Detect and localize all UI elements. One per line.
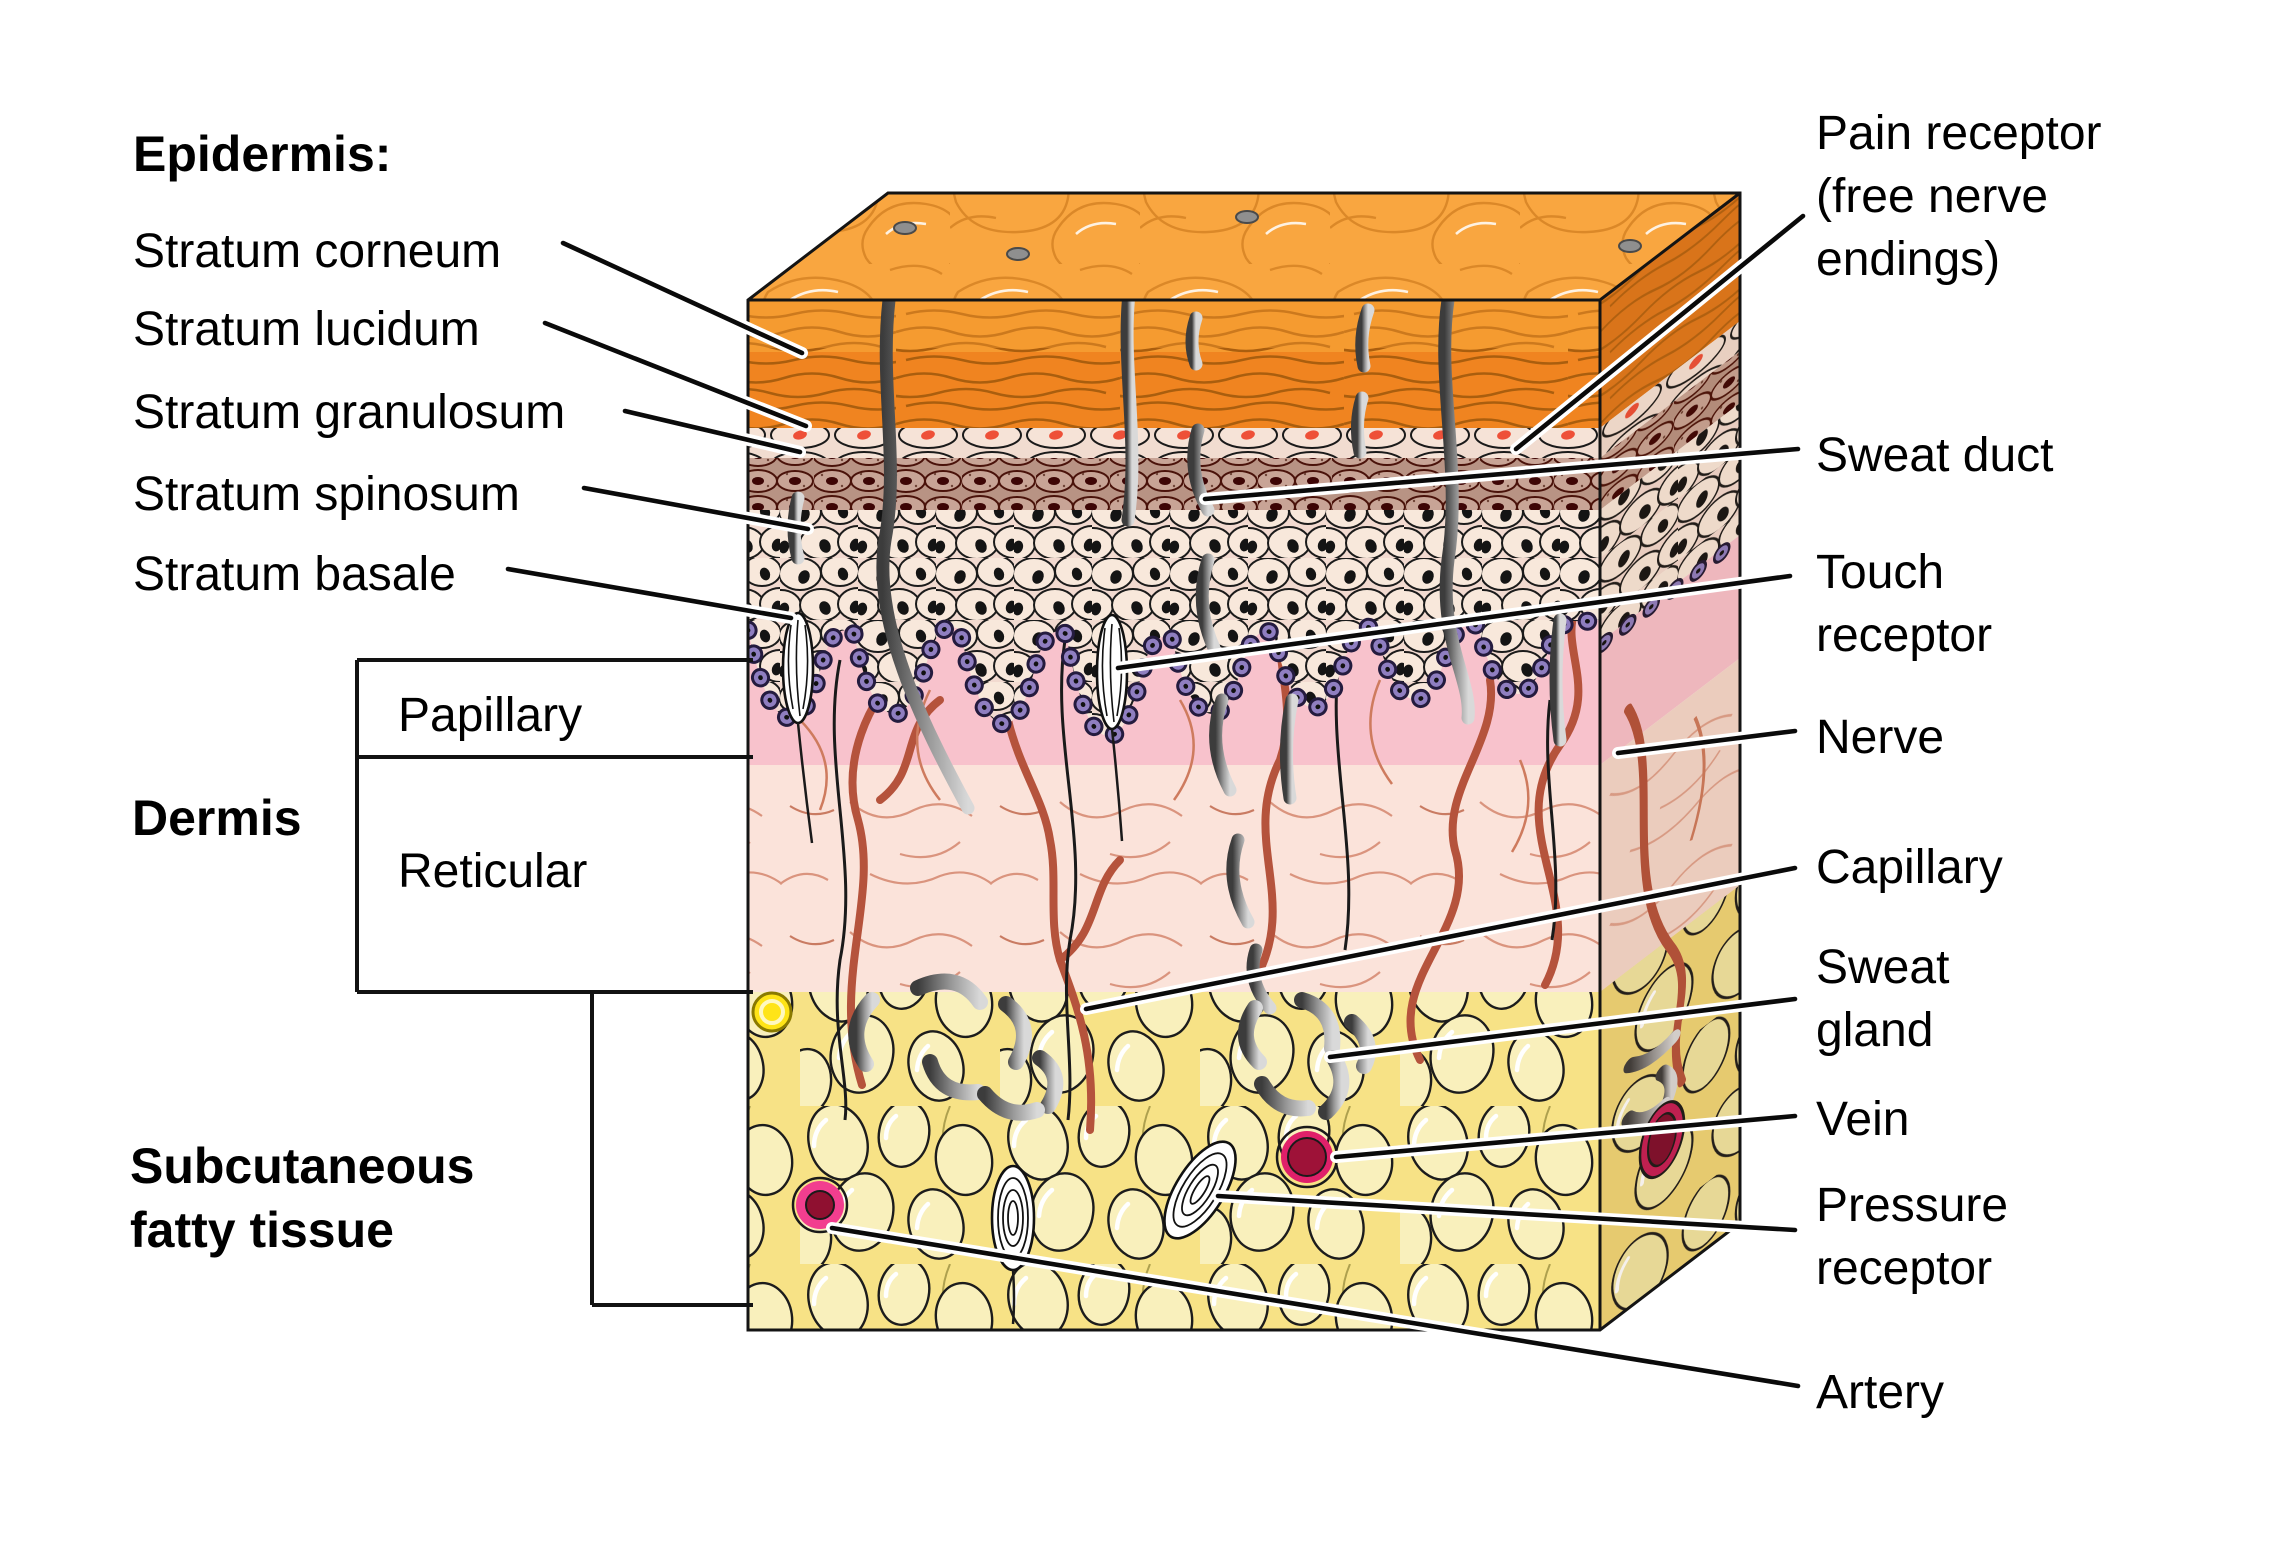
pain-receptor-line2: (free nerve (1816, 170, 2049, 223)
label-sweat-gland: Sweat gland (1816, 936, 1949, 1062)
leader-stratum-basale (505, 566, 794, 621)
label-stratum-granulosum: Stratum granulosum (133, 386, 566, 439)
epidermis-header: Epidermis: (133, 126, 392, 182)
hair-shafts (787, 300, 1567, 815)
artery-icon (791, 1176, 849, 1234)
label-artery: Artery (1816, 1366, 1945, 1419)
leader-stratum-corneum (560, 240, 805, 356)
label-sweat-duct: Sweat duct (1816, 429, 2054, 482)
subcutaneous-fat (748, 992, 1600, 1330)
sweat-duct-icon (1185, 311, 1277, 1015)
leader-pain-receptor (1513, 213, 1806, 452)
label-vein: Vein (1816, 1093, 1910, 1146)
label-pain-receptor: Pain receptor (free nerve endings) (1816, 102, 2102, 291)
stratum-basale (748, 610, 1600, 746)
sweat-gland-line2: gland (1816, 1004, 1934, 1057)
dermis-header: Dermis (132, 790, 302, 846)
pressure-receptor-line1: Pressure (1816, 1179, 2009, 1232)
label-stratum-corneum: Stratum corneum (133, 225, 502, 278)
stratum-lucidum (748, 428, 1600, 458)
leader-lines (502, 210, 1809, 1392)
sebaceous-yellow-ring-icon (751, 991, 793, 1033)
leader-sweat-gland (1327, 996, 1798, 1060)
label-stratum-lucidum: Stratum lucidum (133, 303, 480, 356)
pain-receptor-line3: endings) (1816, 233, 2001, 286)
label-pressure-receptor: Pressure receptor (1816, 1174, 2008, 1300)
fine-capillaries (799, 679, 1530, 853)
label-stratum-spinosum: Stratum spinosum (133, 468, 520, 521)
pain-receptor-line1: Pain receptor (1816, 107, 2102, 160)
leader-stratum-granulosum (622, 408, 803, 455)
pressure-receptor-line2: receptor (1816, 1242, 1993, 1295)
label-touch-receptor: Touch receptor (1816, 541, 1992, 667)
leader-vein (1333, 1113, 1798, 1160)
label-capillary: Capillary (1816, 841, 2003, 894)
label-stratum-basale: Stratum basale (133, 548, 456, 601)
label-nerve: Nerve (1816, 711, 1945, 764)
leader-capillary (1083, 865, 1798, 1012)
leader-pressure-receptor (1215, 1193, 1798, 1233)
label-papillary: Papillary (398, 689, 583, 742)
skin-pore-icon (893, 210, 1642, 261)
leader-artery (829, 1225, 1801, 1389)
touch-receptor-line2: receptor (1816, 609, 1993, 662)
subcutaneous-line2: fatty tissue (130, 1202, 394, 1258)
vein-icon (1275, 1125, 1339, 1189)
subcutaneous-bracket (590, 992, 753, 1307)
leader-stratum-spinosum (581, 485, 811, 532)
label-reticular: Reticular (398, 845, 588, 898)
dermis-bracket (355, 658, 753, 994)
leader-sweat-duct (1202, 446, 1801, 502)
top-face (748, 193, 1740, 300)
stratum-granulosum (748, 458, 1600, 510)
sweat-gland-line1: Sweat (1816, 941, 1950, 994)
leader-stratum-lucidum (542, 320, 809, 429)
leader-touch-receptor (1115, 573, 1793, 671)
touch-receptor-icon (781, 611, 1129, 844)
subcutaneous-header: Subcutaneous fatty tissue (130, 1134, 474, 1262)
sweat-gland-icon (848, 973, 1376, 1121)
leader-nerve (1615, 728, 1798, 756)
touch-receptor-line1: Touch (1816, 546, 1945, 599)
front-face (748, 300, 1600, 1330)
subcutaneous-line1: Subcutaneous (130, 1138, 475, 1194)
pressure-receptor-icon (990, 1140, 1237, 1325)
